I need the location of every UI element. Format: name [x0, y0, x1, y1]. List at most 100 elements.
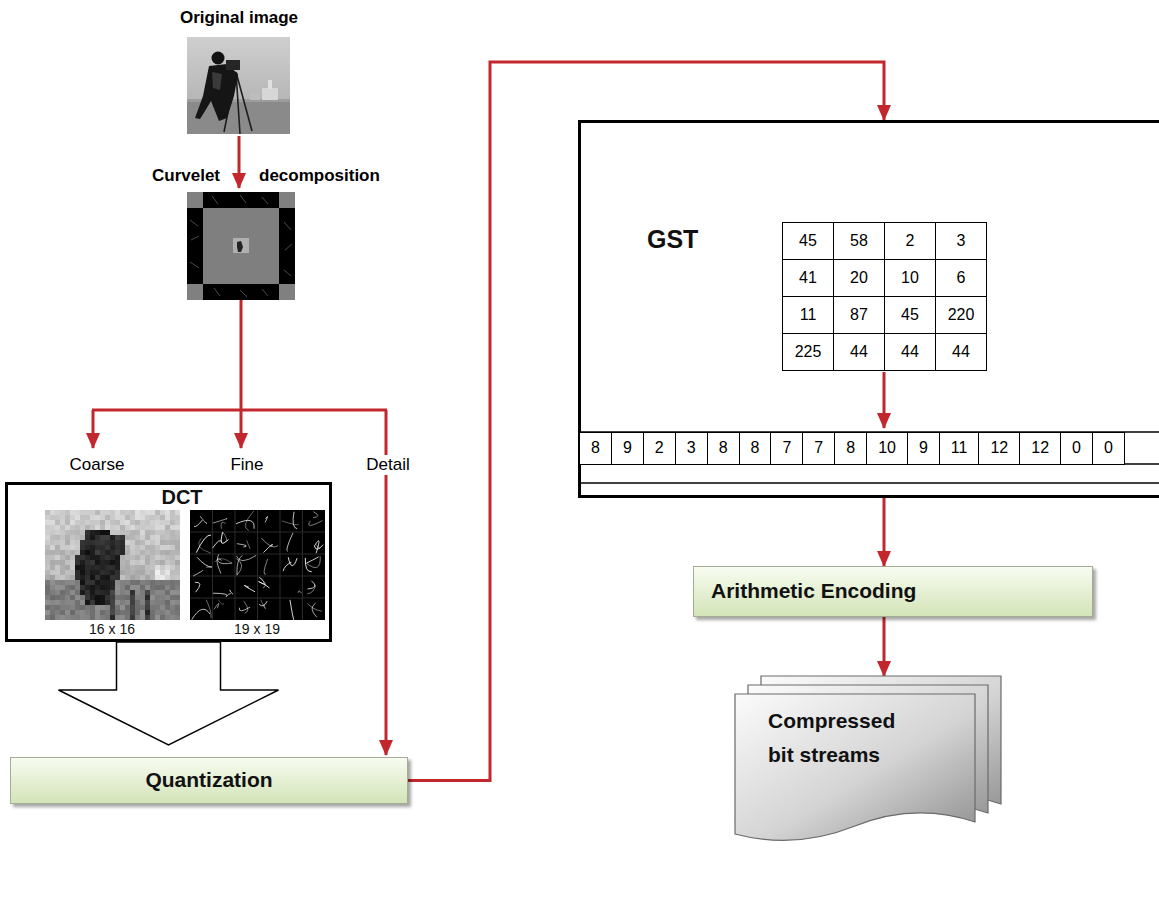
band-name: Detail: [363, 455, 412, 475]
dct-pixel: [170, 590, 175, 595]
dct-pixel: [55, 540, 60, 545]
flow-arrow: [238, 136, 241, 188]
dct-pixel: [130, 550, 135, 555]
dct-pixel: [90, 520, 95, 525]
dct-pixel: [165, 590, 170, 595]
dct-pixel: [60, 565, 65, 570]
dct-pixel: [125, 560, 130, 565]
dct-pixel: [130, 605, 135, 610]
dct-pixel: [55, 590, 60, 595]
curvelet-corner: [279, 284, 295, 300]
dct-pixel: [85, 600, 90, 605]
sequence-cell: 8: [834, 432, 867, 465]
dct-pixel: [115, 610, 120, 615]
table-cell: 3: [935, 222, 987, 260]
dct-pixel: [135, 550, 140, 555]
dct-pixel: [85, 610, 90, 615]
dct-pixel: [155, 600, 160, 605]
dct-curvelet-stroke: [309, 521, 323, 526]
dct-pixel: [130, 580, 135, 585]
dct-pixel: [150, 615, 155, 620]
dct-curvelet-stroke: [265, 516, 268, 522]
dct-pixel: [95, 510, 100, 515]
dct-pixel: [105, 590, 110, 595]
dct-pixel: [80, 605, 85, 610]
dct-pixel: [105, 530, 110, 535]
dct-pixel: [150, 510, 155, 515]
table-cell: 45: [782, 222, 834, 260]
flow-connector: [408, 62, 884, 781]
dct-pixel: [150, 525, 155, 530]
dct-pixel: [75, 585, 80, 590]
dct-pixel: [90, 510, 95, 515]
dct-pixel: [65, 540, 70, 545]
dct-pixel: [140, 600, 145, 605]
dct-pixel: [130, 590, 135, 595]
dct-pixel: [150, 585, 155, 590]
dct-pixel: [100, 580, 105, 585]
dct-pixel: [160, 545, 165, 550]
dct-pixel: [70, 585, 75, 590]
original-photo: [187, 37, 290, 134]
dct-pixel: [125, 585, 130, 590]
table-cell: 225: [782, 333, 834, 371]
dct-pixel: [80, 580, 85, 585]
dct-pixel: [90, 610, 95, 615]
dct-pixel: [160, 520, 165, 525]
dct-pixel: [75, 605, 80, 610]
table-cell: 44: [833, 333, 885, 371]
dct-pixel: [110, 575, 115, 580]
dct-pixel: [155, 560, 160, 565]
dct-curvelet-stroke: [226, 593, 231, 596]
dct-pixel: [60, 595, 65, 600]
dct-pixel: [45, 585, 50, 590]
dct-pixel: [105, 510, 110, 515]
dct-pixel: [45, 575, 50, 580]
dct-pixel: [85, 590, 90, 595]
dct-pixel: [175, 595, 180, 600]
dct-pixel: [165, 535, 170, 540]
dct-pixel: [170, 565, 175, 570]
dct-pixel: [165, 525, 170, 530]
dct-curvelet-stroke: [307, 581, 315, 589]
dct-pixel: [110, 555, 115, 560]
dct-pixel: [175, 575, 180, 580]
dct-pixel: [145, 540, 150, 545]
dct-pixel: [75, 580, 80, 585]
dct-pixel: [130, 595, 135, 600]
table-cell: 2: [884, 222, 936, 260]
dct-pixel: [55, 605, 60, 610]
dct-pixel: [85, 520, 90, 525]
dct-coarse-picture: [45, 510, 180, 620]
dct-pixel: [55, 550, 60, 555]
dct-pixel: [80, 520, 85, 525]
dct-pixel: [80, 530, 85, 535]
dct-pixel: [140, 570, 145, 575]
dct-curvelet-stroke: [193, 570, 203, 576]
dct-pixel: [100, 515, 105, 520]
dct-pixel: [145, 525, 150, 530]
dct-pixel: [155, 590, 160, 595]
dct-pixel: [145, 595, 150, 600]
image-caption: 16 x 16: [89, 621, 135, 637]
dct-pixel: [85, 555, 90, 560]
dct-pixel: [60, 600, 65, 605]
dct-pixel: [170, 515, 175, 520]
dct-pixel: [150, 545, 155, 550]
dct-pixel: [110, 605, 115, 610]
curvelet-corner: [187, 284, 203, 300]
dct-pixel: [125, 535, 130, 540]
dct-pixel: [75, 595, 80, 600]
dct-pixel: [55, 510, 60, 515]
dct-pixel: [150, 555, 155, 560]
photo-building: [250, 93, 260, 100]
dct-pixel: [160, 585, 165, 590]
dct-pixel: [50, 580, 55, 585]
dct-pixel: [45, 580, 50, 585]
dct-pixel: [170, 610, 175, 615]
dct-pixel: [100, 525, 105, 530]
dct-pixel: [120, 545, 125, 550]
dct-pixel: [95, 610, 100, 615]
dct-pixel: [135, 565, 140, 570]
dct-pixel: [165, 510, 170, 515]
